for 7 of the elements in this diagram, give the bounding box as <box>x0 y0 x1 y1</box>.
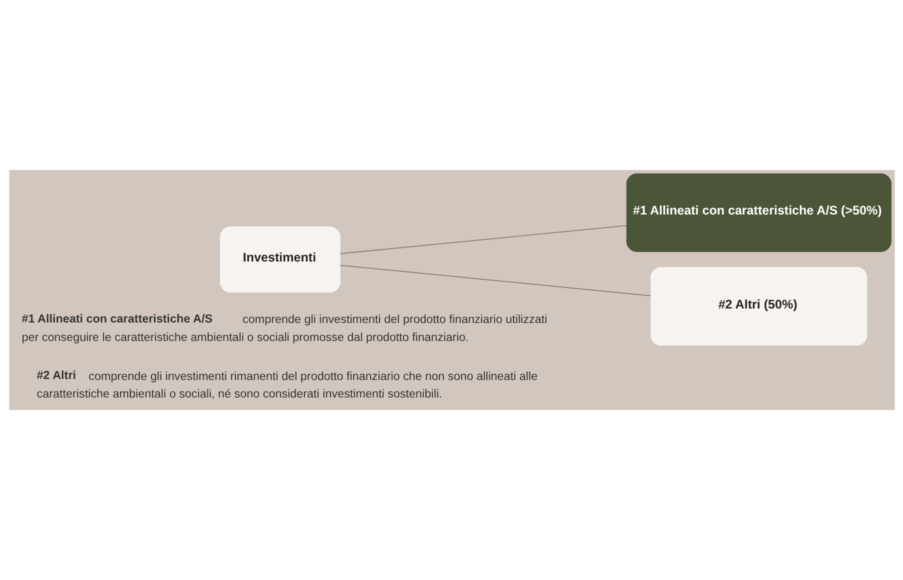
label: #2 Altri comprende gli investimenti rimanenti del prodotto finanziario che non sono allineati alle caratteristiche ambientali o sociali, né sono considerati investimenti sostenibili. <box>36 369 538 401</box>
connector <box>340 264 650 296</box>
node-box: #1 Allineati con caratteristiche A/S (>50%) <box>626 173 891 252</box>
connector <box>340 225 626 254</box>
node-box: #2 Altri (50%) <box>650 267 867 346</box>
node-box: Investimenti <box>219 226 340 292</box>
label: #1 Allineati con caratteristiche A/S comprende gli investimenti del prodotto finanziario utilizzati per conseguire le caratteristiche ambientali o sociali promosse dal prodotto finanziario. <box>21 312 547 344</box>
